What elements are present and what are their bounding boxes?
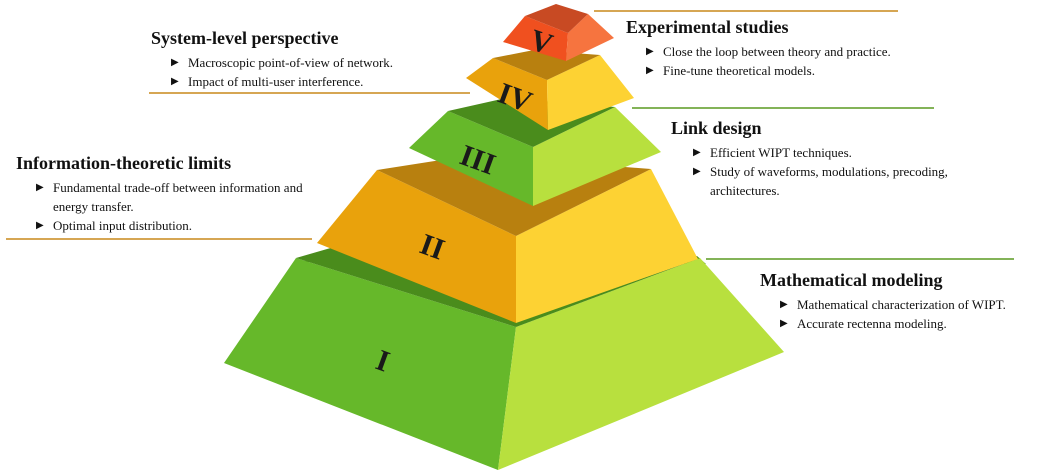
tier-1-left-face: [224, 258, 516, 470]
annotation-system-level-perspective: System-level perspective Macroscopic poi…: [151, 27, 393, 91]
tier-5-top-face: [525, 4, 588, 33]
bullet-item: Optimal input distribution.: [36, 216, 338, 235]
tier-2-left-face: [317, 170, 516, 323]
bullet-list: Macroscopic point-of-view of network. Im…: [171, 53, 393, 91]
annotation-title: Link design: [671, 118, 762, 138]
tier-5: V: [503, 4, 614, 61]
annotation-title: System-level perspective: [151, 28, 339, 48]
tier-5-left-face: [503, 16, 568, 61]
annotation-information-theoretic-limits: Information-theoretic limits Fundamental…: [16, 152, 338, 235]
annotation-title: Mathematical modeling: [760, 270, 943, 290]
bullet-item: Accurate rectenna modeling.: [780, 314, 1006, 333]
bullet-item: Study of waveforms, modulations, precodi…: [693, 162, 1000, 200]
annotation-title: Information-theoretic limits: [16, 153, 232, 173]
tier-4-left-face: [466, 58, 548, 130]
bullet-item: Efficient WIPT techniques.: [693, 143, 1000, 162]
tier-4-right-face: [547, 55, 634, 130]
bullet-list: Efficient WIPT techniques. Study of wave…: [693, 143, 1000, 200]
tier-1-right-face: [498, 258, 784, 470]
bullet-item: Fine-tune theoretical models.: [646, 61, 891, 80]
tier-3-right-face: [533, 107, 661, 206]
annotation-mathematical-modeling: Mathematical modeling Mathematical chara…: [760, 269, 1006, 333]
annotation-title: Experimental studies: [626, 17, 789, 37]
bullet-item: Macroscopic point-of-view of network.: [171, 53, 393, 72]
bullet-item: Fundamental trade-off between informatio…: [36, 178, 338, 216]
tier-5-right-face: [566, 14, 614, 61]
bullet-list: Fundamental trade-off between informatio…: [36, 178, 338, 235]
tier-2-right-face: [516, 169, 698, 323]
bullet-list: Mathematical characterization of WIPT. A…: [780, 295, 1006, 333]
annotation-link-design: Link design Efficient WIPT techniques. S…: [671, 117, 1000, 200]
bullet-item: Mathematical characterization of WIPT.: [780, 295, 1006, 314]
annotation-experimental-studies: Experimental studies Close the loop betw…: [626, 16, 891, 80]
bullet-item: Close the loop between theory and practi…: [646, 42, 891, 61]
bullet-list: Close the loop between theory and practi…: [646, 42, 891, 80]
bullet-item: Impact of multi-user interference.: [171, 72, 393, 91]
tier-3-left-face: [409, 111, 533, 206]
